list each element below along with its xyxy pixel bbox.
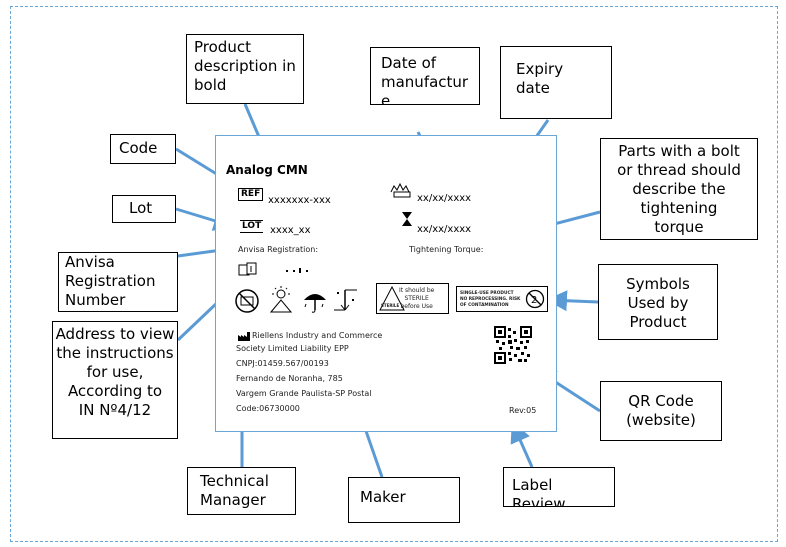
lot-symbol: LOT — [240, 220, 264, 233]
warning-triangle-icon — [379, 286, 405, 311]
callout-code: Code — [110, 134, 176, 164]
keep-dry-umbrella-icon — [304, 294, 326, 313]
revision-label: Rev:05 — [509, 406, 537, 415]
callout-date-mfg-text: Date of manufactur e — [381, 54, 469, 105]
ifu-book-icon — [238, 262, 257, 276]
sterile-warning-box: STERILE It should be STERILE before Use — [376, 283, 449, 314]
product-name: Analog CMN — [226, 163, 308, 177]
svg-text:2: 2 — [531, 295, 537, 306]
callout-qr-text: QR Code (website) — [626, 392, 696, 429]
callout-maker-text: Maker — [360, 488, 406, 506]
factory-icon — [238, 332, 250, 341]
callout-anvisa-text: Anvisa Registration Number — [65, 253, 156, 309]
do-not-reuse-icon — [235, 289, 259, 313]
sterile-text: It should be STERILE before Use — [399, 287, 435, 310]
callout-address-text: Address to view the instructions for use… — [55, 325, 175, 419]
qr-code-icon — [494, 326, 532, 364]
maker-line-3: CNPJ:01459.567/00193 — [236, 359, 329, 368]
anvisa-registration-label: Anvisa Registration: — [238, 245, 319, 254]
tightening-torque-label: Tightening Torque: — [409, 245, 484, 254]
maker-line-6: Code:06730000 — [236, 404, 300, 413]
callout-lot: Lot — [112, 195, 176, 223]
product-label: Analog CMN REF xxxxxxx-xxx LOT xxxx_xx A… — [215, 135, 557, 432]
sterile-small-label: STERILE — [381, 303, 400, 308]
exp-date: xx/xx/xxxx — [417, 224, 472, 235]
temperature-limit-icon — [334, 289, 357, 311]
keep-away-sunlight-icon — [269, 286, 293, 313]
expiry-hourglass-icon — [402, 212, 412, 226]
callout-symbols: Symbols Used by Product — [598, 264, 718, 340]
diagram-frame — [10, 6, 778, 542]
maker-line-5: Vargem Grande Paulista-SP Postal — [236, 389, 372, 398]
callout-expiry-text: Expiry date — [516, 60, 564, 97]
callout-product-text: Product description in bold — [194, 38, 296, 94]
callout-label-review: Label Review — [503, 467, 615, 507]
ref-value: xxxxxxx-xxx — [268, 195, 331, 206]
callout-address-instructions: Address to view the instructions for use… — [52, 321, 178, 439]
mfg-date: xx/xx/xxxx — [417, 193, 472, 204]
callout-label-review-text: Label Review — [512, 476, 566, 507]
sub-header-marks — [286, 268, 308, 273]
maker-address-block: Riellens Industry and Commerce Society L… — [236, 331, 382, 413]
callout-lot-text: Lot — [129, 199, 153, 217]
callout-parts-text: Parts with a bolt or thread should descr… — [617, 142, 741, 236]
single-use-box: SINGLE-USE PRODUCT NO REPROCESSING. RISK… — [456, 286, 548, 312]
callout-product-description: Product description in bold — [186, 34, 304, 104]
maker-line-2: Society Limited Liability EPP — [236, 344, 349, 353]
callout-qr-code: QR Code (website) — [600, 381, 722, 441]
callout-anvisa-registration: Anvisa Registration Number — [58, 252, 178, 312]
callout-technical-text: Technical Manager — [200, 472, 269, 509]
no-reuse-circle-icon: 2 — [525, 289, 545, 309]
callout-tightening-torque: Parts with a bolt or thread should descr… — [600, 138, 758, 240]
maker-line-4: Fernando de Noranha, 785 — [236, 374, 343, 383]
maker-line-1: Riellens Industry and Commerce — [252, 331, 383, 340]
callout-code-text: Code — [119, 139, 158, 157]
callout-expiry-date: Expiry date — [500, 46, 612, 119]
callout-date-of-manufacture: Date of manufactur e — [370, 47, 480, 105]
callout-symbols-text: Symbols Used by Product — [626, 275, 690, 331]
arrow-symbols — [546, 290, 599, 312]
single-use-text: SINGLE-USE PRODUCT NO REPROCESSING. RISK… — [460, 291, 521, 308]
callout-maker: Maker — [348, 477, 460, 523]
lot-value: xxxx_xx — [270, 225, 311, 236]
callout-technical-manager: Technical Manager — [187, 467, 296, 515]
ref-symbol: REF — [238, 188, 264, 201]
manufacture-date-icon — [390, 182, 411, 198]
